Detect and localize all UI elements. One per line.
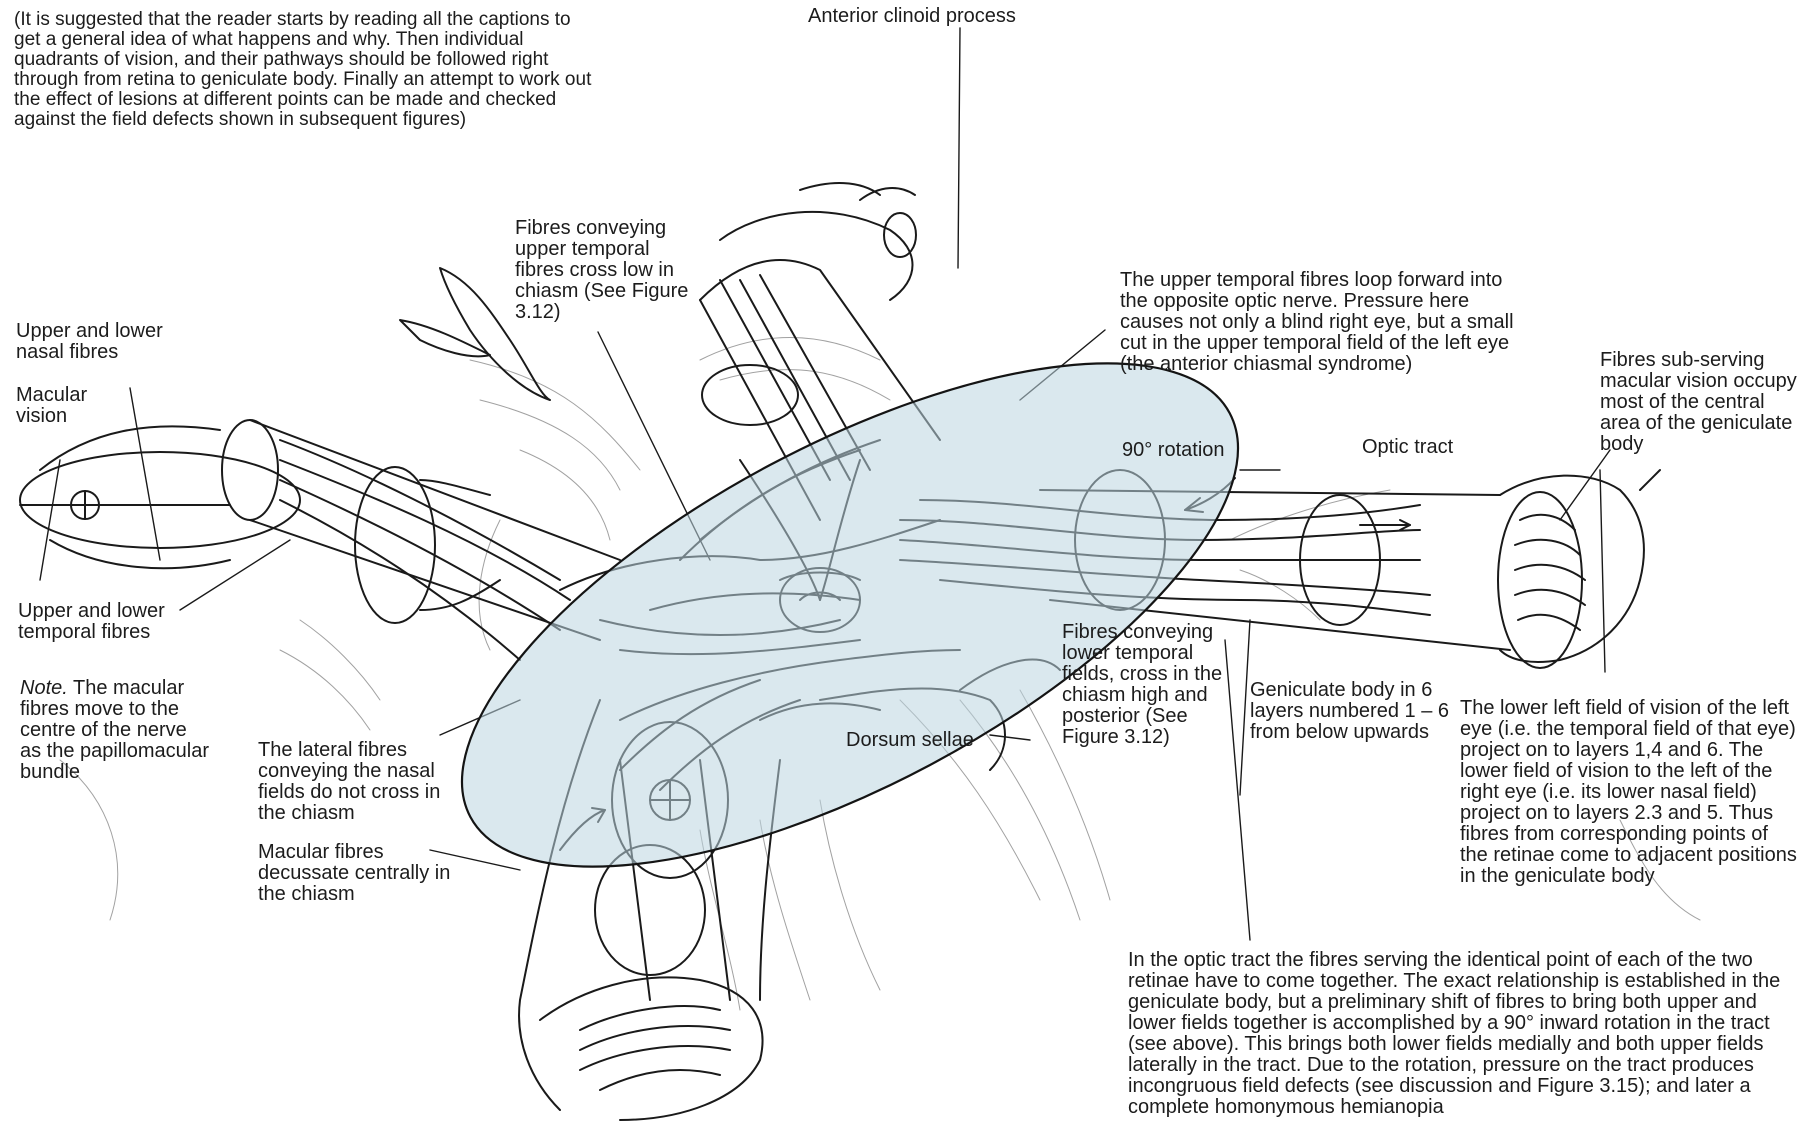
upper-temporal-cross-low-label: Fibres conveying upper temporal fibres c… [515,218,695,323]
rotation-90-label: 90° rotation [1122,440,1262,461]
macular-note: Note. The macular fibres move to the cen… [20,678,210,783]
lower-temporal-cross-high-label: Fibres conveying lower temporal fields, … [1062,622,1232,748]
lateral-geniculate-body [1498,470,1660,668]
lower-left-field-label: The lower left field of vision of the le… [1460,698,1800,887]
upper-lower-nasal-label: Upper and lower nasal fibres [16,321,216,363]
anterior-clinoid-label: Anterior clinoid process [808,6,1068,27]
dorsum-sellae-label: Dorsum sellae [846,730,986,751]
intro-note: (It is suggested that the reader starts … [14,10,594,130]
macular-decussate-label: Macular fibres decussate centrally in th… [258,842,458,905]
upper-lower-temporal-label: Upper and lower temporal fibres [18,601,198,643]
upper-temporal-loop-label: The upper temporal fibres loop forward i… [1120,270,1520,375]
left-eye-field [20,426,300,568]
geniculate-layers-label: Geniculate body in 6 layers numbered 1 –… [1250,680,1450,743]
lateral-fibres-label: The lateral fibres conveying the nasal f… [258,740,458,824]
optic-tract-label: Optic tract [1362,437,1502,458]
note-heading: Note. [20,677,68,699]
optic-tract-identical-label: In the optic tract the fibres serving th… [1128,950,1810,1118]
macular-geniculate-label: Fibres sub-serving macular vision occupy… [1600,350,1810,455]
macular-vision-label: Macular vision [16,385,116,427]
